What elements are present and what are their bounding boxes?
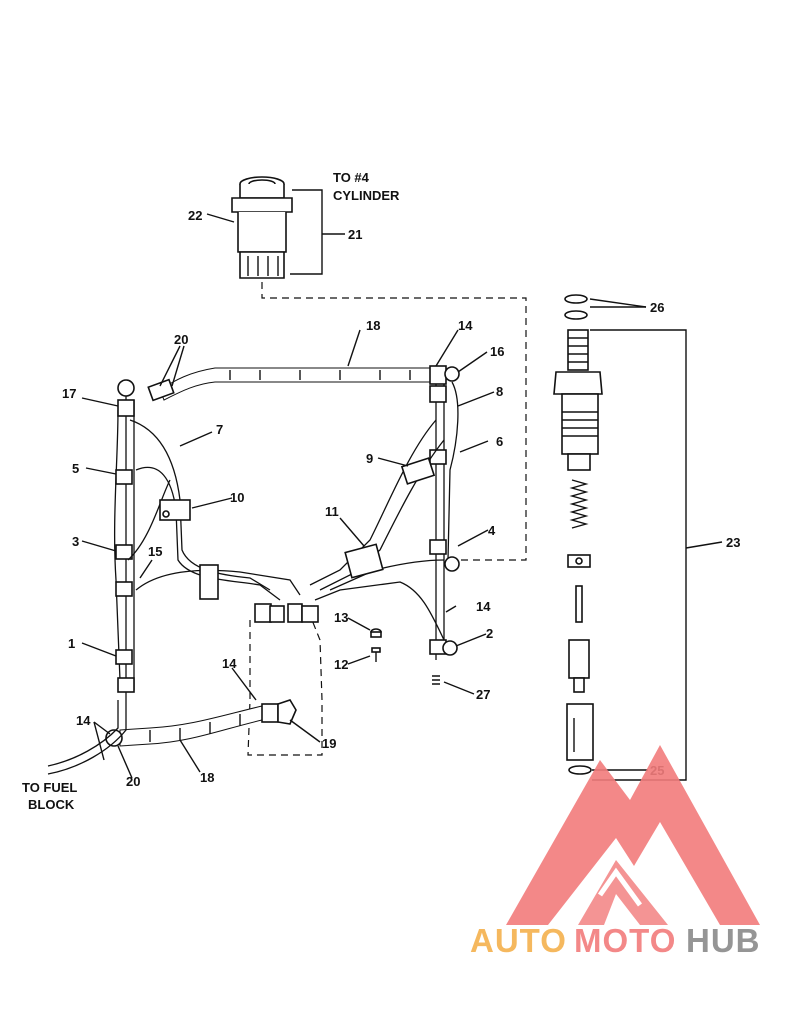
delivery-valve-fitting xyxy=(231,176,293,279)
callout-7: 7 xyxy=(216,422,223,437)
watermark-text-moto: MOTO xyxy=(574,922,676,959)
injector-nozzle-assembly xyxy=(553,294,723,781)
callout-10: 10 xyxy=(230,490,244,505)
callout-13: 13 xyxy=(334,610,348,625)
callout-22: 22 xyxy=(188,208,202,223)
callout-1: 1 xyxy=(68,636,75,651)
injection-lines-assembly xyxy=(113,365,460,700)
callout-11: 11 xyxy=(325,504,339,519)
callout-labels: 22 21 20 18 14 16 17 8 7 6 9 5 10 11 4 3… xyxy=(62,208,740,789)
callout-3: 3 xyxy=(72,534,79,549)
callout-19: 19 xyxy=(322,736,336,751)
watermark-text-auto: AUTO xyxy=(470,922,567,959)
callout-26: 26 xyxy=(650,300,664,315)
callout-21: 21 xyxy=(348,227,362,242)
note-to-cylinder-line2: CYLINDER xyxy=(333,188,400,203)
callout-9: 9 xyxy=(366,451,373,466)
leader-lines xyxy=(81,329,495,779)
watermark-text-hub: HUB xyxy=(686,922,761,959)
callout-20-bottom: 20 xyxy=(126,774,140,789)
callout-14-top: 14 xyxy=(458,318,473,333)
small-hardware xyxy=(370,628,440,685)
bracket-21 xyxy=(290,189,323,275)
callout-6: 6 xyxy=(496,434,503,449)
callout-14-pump: 14 xyxy=(222,656,237,671)
automotohub-watermark: AUTO MOTO HUB xyxy=(470,745,761,959)
injection-pump-outline xyxy=(247,619,323,756)
callout-14-right: 14 xyxy=(476,599,491,614)
callout-16: 16 xyxy=(490,344,504,359)
callout-20-top: 20 xyxy=(174,332,188,347)
callout-27: 27 xyxy=(476,687,490,702)
return-hose xyxy=(47,699,297,775)
watermark-logo-triangle xyxy=(506,745,760,925)
callout-8: 8 xyxy=(496,384,503,399)
callout-4: 4 xyxy=(488,523,496,538)
callout-18-bottom: 18 xyxy=(200,770,214,785)
routing-dashed-line xyxy=(261,282,527,561)
callout-23: 23 xyxy=(726,535,740,550)
callout-5: 5 xyxy=(72,461,79,476)
callout-15: 15 xyxy=(148,544,162,559)
callout-18-top: 18 xyxy=(366,318,380,333)
callout-2: 2 xyxy=(486,626,493,641)
callout-14-bottom: 14 xyxy=(76,713,91,728)
note-to-fuel-block-line1: TO FUEL xyxy=(22,780,77,795)
note-to-cylinder-line1: TO #4 xyxy=(333,170,370,185)
callout-17: 17 xyxy=(62,386,76,401)
note-to-fuel-block-line2: BLOCK xyxy=(28,797,75,812)
callout-12: 12 xyxy=(334,657,348,672)
